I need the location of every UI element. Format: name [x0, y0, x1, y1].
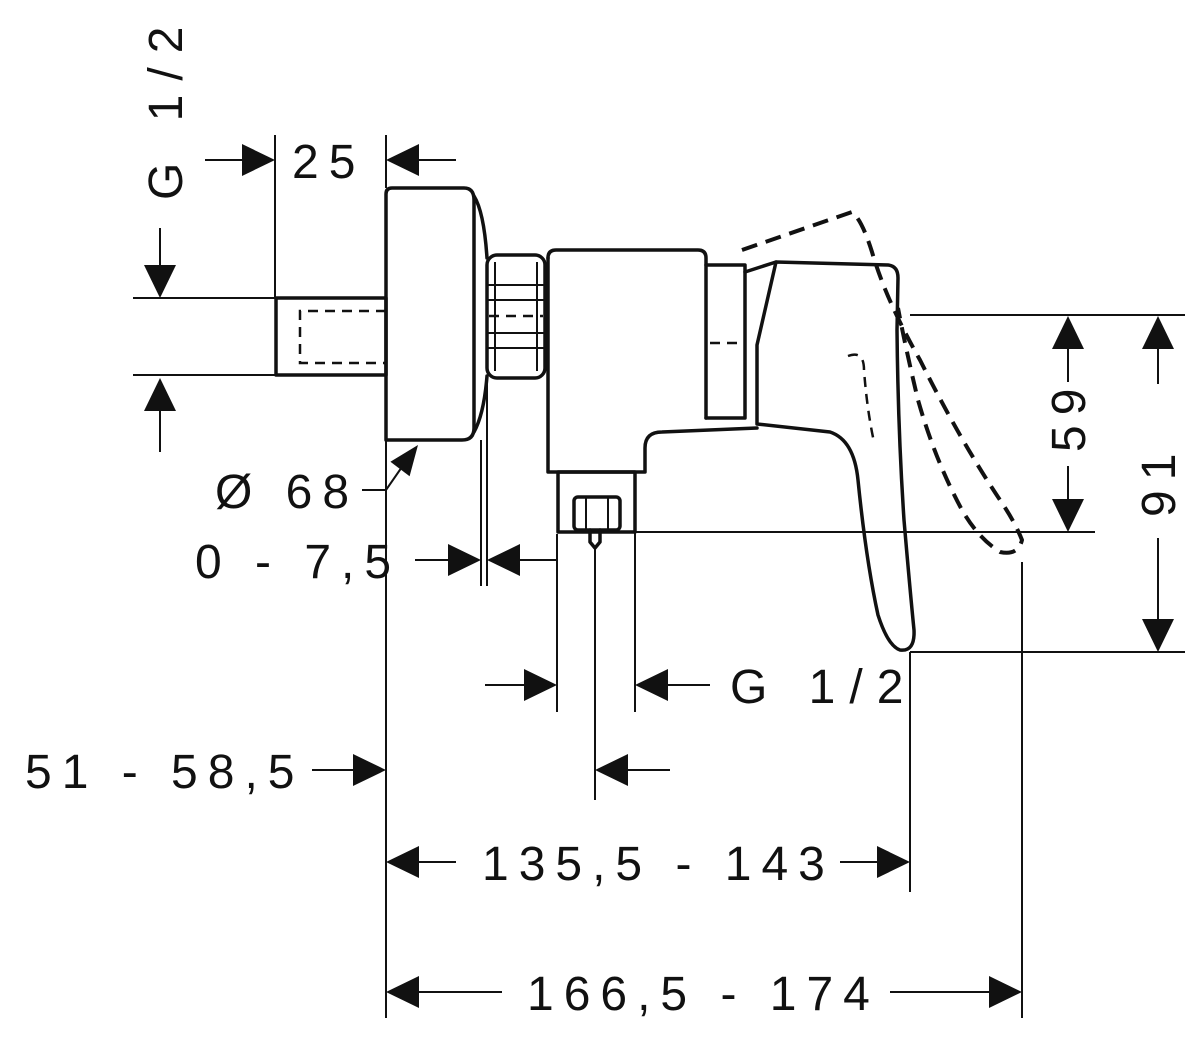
dim-escutcheon-diameter: Ø 68 [215, 445, 418, 519]
lever-handle [755, 260, 916, 652]
dim-wall-to-handle-front: 135,5 - 143 [386, 838, 910, 891]
arrowhead-up [1142, 316, 1174, 349]
outlet-thread-label: G 1/2 [730, 661, 917, 714]
stub-length-label: 25 [292, 136, 365, 189]
wall-to-outlet-label: 51 - 58,5 [25, 746, 304, 799]
extension-lines [133, 135, 1185, 1018]
dim-wall-to-outlet: 51 - 58,5 [25, 746, 670, 799]
wall-to-handle-front-label: 135,5 - 143 [482, 838, 835, 891]
arrowhead-left [386, 976, 419, 1008]
union-nut-group [485, 253, 547, 380]
arrowhead-right [989, 976, 1022, 1008]
dim-handle-tip-to-top: 91 [1133, 316, 1186, 652]
inlet-stub-group [274, 296, 388, 377]
arrowhead-left [386, 846, 419, 878]
lever-collar-line [743, 260, 778, 274]
arrowhead-right [242, 144, 275, 176]
inlet-thread-label: G 1/2 [140, 13, 193, 200]
wall-to-handle-open-label: 166,5 - 174 [527, 968, 880, 1021]
valve-body-group [546, 248, 759, 474]
dim-wall-to-handle-open: 166,5 - 174 [386, 968, 1022, 1021]
outlet-nut [572, 495, 622, 532]
escutcheon-diameter-label: Ø 68 [215, 466, 359, 519]
escutcheon-plate [384, 186, 476, 442]
dim-inlet-thread: G 1/2 [140, 13, 193, 452]
arrowhead-down [144, 265, 176, 298]
arrowhead-down [1142, 619, 1174, 652]
arrowhead-left [595, 754, 628, 786]
dim-stub-length: 25 [205, 136, 456, 189]
leader-line [362, 463, 405, 491]
arrowhead-left [635, 669, 668, 701]
outlet-connector-group [556, 470, 637, 550]
escutcheon-cone-bottom [472, 374, 489, 434]
lever-handle-hidden-curve [847, 353, 876, 443]
arrowhead-left [487, 544, 520, 576]
dim-outlet-to-handle-top: 59 [1043, 316, 1096, 532]
outlet-nut-flats [585, 497, 609, 530]
escutcheon-group [384, 186, 489, 442]
arrowhead-up [1052, 316, 1084, 349]
arrowhead-right [448, 544, 481, 576]
arrowhead-right [353, 754, 386, 786]
arrowhead-right [877, 846, 910, 878]
escutcheon-cone-top [472, 194, 489, 260]
union-nut [485, 253, 547, 380]
arrowhead-down [1052, 499, 1084, 532]
outlet-to-handle-top-label: 59 [1043, 379, 1096, 452]
dim-adjustment-range: 0 - 7,5 [195, 536, 556, 589]
adjustment-range-label: 0 - 7,5 [195, 536, 401, 589]
handle-tip-to-top-label: 91 [1133, 444, 1186, 517]
inlet-thread-hidden-line [298, 309, 386, 365]
lever-handle-group [743, 260, 916, 652]
valve-body-lower [546, 256, 759, 474]
valve-neck [704, 263, 747, 420]
arrowhead-diagonal [390, 445, 418, 477]
lever-handle-open-position [741, 210, 1024, 555]
valve-body-upper [546, 248, 708, 420]
arrowhead-left [386, 144, 419, 176]
arrowhead-right [524, 669, 557, 701]
arrowhead-up [144, 378, 176, 411]
dim-outlet-thread: G 1/2 [485, 661, 917, 714]
outlet-connector [556, 470, 637, 534]
